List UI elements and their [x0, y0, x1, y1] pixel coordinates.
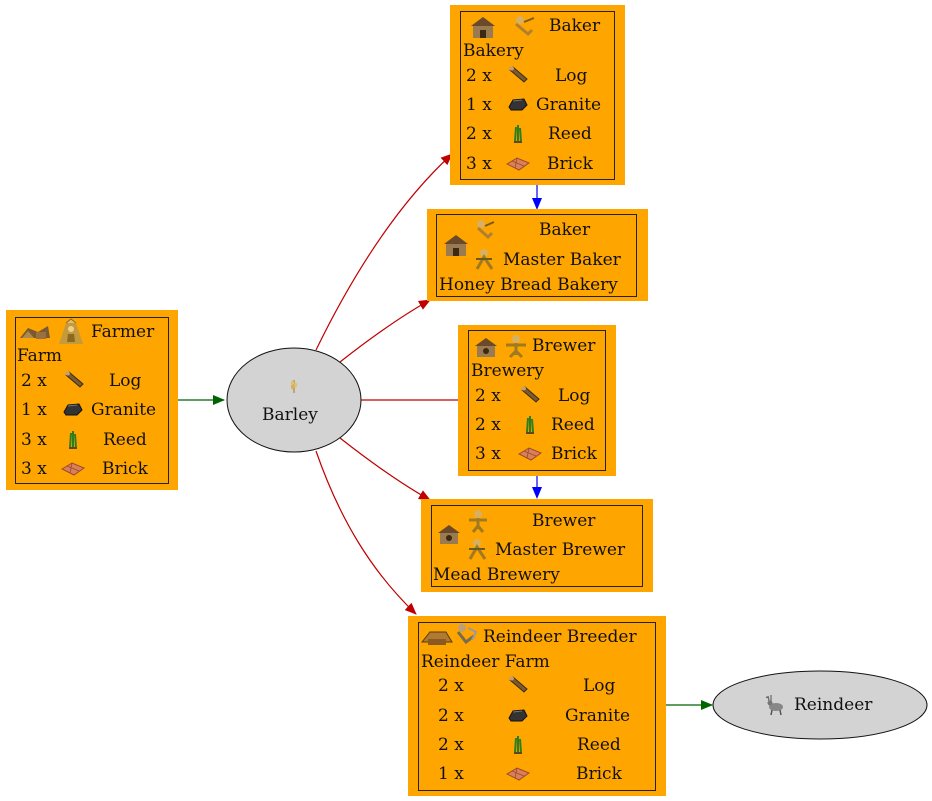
- farm-cost-name: Reed: [103, 430, 147, 450]
- brewer-icon: [506, 335, 526, 359]
- edge-barley-to-mead-brewery: [339, 437, 431, 501]
- log-icon: [521, 386, 540, 403]
- farm-cost-qty: 1 x: [21, 400, 47, 420]
- log-icon: [509, 66, 528, 83]
- brewery-worker-label: Brewer: [532, 336, 596, 356]
- brick-icon: [505, 157, 531, 171]
- farm-cost-qty: 2 x: [21, 371, 47, 391]
- honey-bakery-building-label: Honey Bread Bakery: [439, 275, 618, 295]
- reindeer-farm-node: [408, 616, 666, 796]
- master-baker-icon: [475, 249, 494, 270]
- reed-icon: [514, 736, 522, 754]
- mead-brewery-building-icon: [438, 525, 460, 544]
- barley-label: Barley: [262, 405, 318, 425]
- honey-bakery-building-icon: [444, 235, 468, 256]
- reindeer-label: Reindeer: [794, 695, 873, 715]
- reindeer-icon: [765, 695, 783, 716]
- reindeer-breeder-icon: [456, 624, 478, 645]
- brick-icon: [505, 767, 531, 781]
- reindeer-farm-building-label: Reindeer Farm: [421, 652, 550, 672]
- barley-node: [226, 347, 362, 453]
- reindeer-farm-cost-qty: 2 x: [438, 676, 464, 696]
- reed-icon: [526, 416, 534, 434]
- reindeer-farm-building-icon: [420, 631, 453, 645]
- master-brewer-icon: [468, 539, 487, 560]
- reindeer-farm-cost-qty: 2 x: [438, 735, 464, 755]
- honey-bakery-worker2-label: Master Baker: [503, 250, 621, 270]
- honey-bakery-worker1-label: Baker: [539, 220, 591, 240]
- barley-icon: [290, 380, 298, 393]
- reindeer-farm-cost-qty: 1 x: [438, 764, 464, 784]
- reindeer-farm-cost-name: Reed: [577, 735, 621, 755]
- farm-cost-qty: 3 x: [21, 430, 47, 450]
- brewery-cost-name: Log: [558, 386, 591, 406]
- reindeer-farm-cost-name: Brick: [576, 764, 622, 784]
- reindeer-node: [712, 670, 928, 740]
- edge-barley-to-bakery: [315, 153, 453, 351]
- bakery-cost-qty: 2 x: [466, 66, 492, 86]
- reindeer-farm-cost-name: Log: [583, 676, 616, 696]
- bakery-cost-name: Brick: [547, 154, 593, 174]
- reed-icon: [514, 125, 522, 143]
- farm-worker-label: Farmer: [91, 322, 155, 342]
- reindeer-farm-cost-qty: 2 x: [438, 706, 464, 726]
- farm-cost-name: Brick: [102, 459, 148, 479]
- brewery-cost-qty: 2 x: [475, 415, 501, 435]
- farm-cost-name: Granite: [91, 400, 157, 420]
- edge-barley-to-reindeer-farm: [315, 450, 417, 615]
- mead-brewery-building-label: Mead Brewery: [433, 565, 560, 585]
- brick-icon: [60, 462, 86, 476]
- brewery-building-icon: [475, 338, 497, 357]
- farmer-icon: [59, 318, 83, 344]
- farm-node: [6, 310, 178, 490]
- reed-icon: [69, 431, 77, 449]
- bakery-cost-name: Reed: [548, 124, 592, 144]
- brewer-icon: [469, 510, 487, 533]
- mead-brewery-node: [421, 499, 653, 592]
- edge-barley-to-honey-bakery: [339, 299, 431, 363]
- baker-icon: [515, 16, 535, 37]
- brewery-building-label: Brewery: [471, 361, 545, 381]
- bakery-cost-qty: 2 x: [466, 124, 492, 144]
- reindeer-farm-worker-label: Reindeer Breeder: [483, 627, 637, 647]
- farm-cost-name: Log: [109, 371, 142, 391]
- farm-building-label: Farm: [17, 346, 63, 366]
- log-icon: [509, 676, 528, 693]
- bakery-building-icon: [471, 17, 495, 38]
- bakery-cost-name: Log: [555, 66, 588, 86]
- bakery-cost-name: Granite: [536, 95, 602, 115]
- bakery-worker-label: Baker: [549, 16, 601, 36]
- farm-building-icon: [20, 326, 50, 339]
- reindeer-farm-cost-name: Granite: [565, 706, 631, 726]
- mead-brewery-worker1-label: Brewer: [532, 511, 596, 531]
- farm-cost-qty: 3 x: [21, 459, 47, 479]
- bakery-cost-qty: 3 x: [466, 154, 492, 174]
- bakery-cost-qty: 1 x: [466, 95, 492, 115]
- granite-icon: [63, 403, 83, 416]
- granite-icon: [508, 709, 528, 722]
- granite-icon: [508, 98, 528, 111]
- mead-brewery-worker2-label: Master Brewer: [495, 540, 626, 560]
- baker-icon: [476, 220, 495, 240]
- brewery-cost-name: Reed: [551, 415, 595, 435]
- bakery-building-label: Bakery: [463, 41, 524, 61]
- brick-icon: [517, 447, 543, 461]
- brewery-cost-qty: 3 x: [475, 444, 501, 464]
- brewery-cost-name: Brick: [551, 444, 597, 464]
- log-icon: [65, 371, 84, 388]
- brewery-cost-qty: 2 x: [475, 386, 501, 406]
- edge-bakery-to-honey-bakery-head: [532, 198, 542, 210]
- edge-brewery-to-mead-brewery-head: [532, 487, 542, 499]
